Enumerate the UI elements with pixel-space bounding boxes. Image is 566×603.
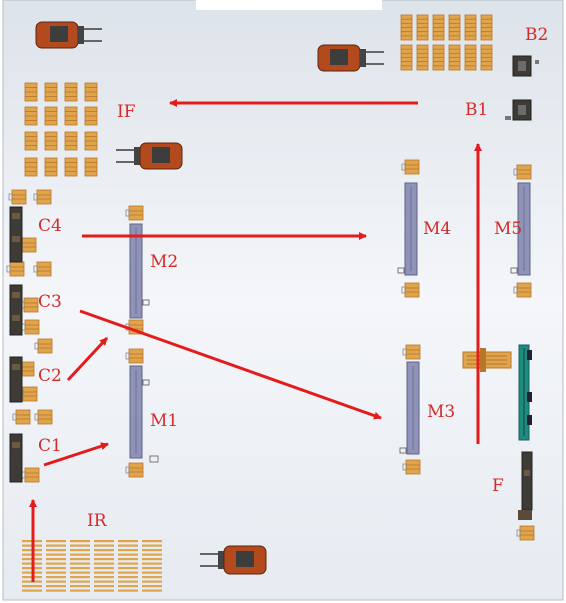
pallet-icon <box>8 189 27 205</box>
pallet-icon <box>34 409 53 425</box>
wood-stack <box>480 44 493 71</box>
wood-stack <box>432 44 445 71</box>
wood-stack <box>416 14 429 41</box>
loading-table <box>462 348 512 372</box>
pallet-icon <box>513 164 532 180</box>
pallet-icon <box>33 261 52 277</box>
wood-stack <box>432 14 445 41</box>
pallet-icon <box>125 462 144 478</box>
finished-storage-rack-if <box>24 82 98 177</box>
wood-stack <box>416 44 429 71</box>
wood-stack <box>24 106 38 126</box>
wood-stack <box>448 44 461 71</box>
label-m4: M4 <box>423 219 452 239</box>
flow-arrows <box>29 99 482 582</box>
label-b2: B2 <box>525 25 549 45</box>
pallet-icon <box>18 237 37 253</box>
station-c3 <box>9 284 23 336</box>
raw-storage-rack-top <box>400 14 493 71</box>
machine-m5 <box>510 182 531 276</box>
wood-stack <box>64 106 78 126</box>
machine-m3 <box>399 361 420 455</box>
wood-stack <box>64 157 78 177</box>
arrow-c1-to-m1 <box>43 442 109 467</box>
wood-stack <box>400 44 413 71</box>
pallet-icon <box>33 189 52 205</box>
wood-stack <box>480 14 493 41</box>
forklift-icon <box>200 545 267 575</box>
station-c2 <box>9 356 23 403</box>
forklift-icon <box>35 21 102 49</box>
label-m3: M3 <box>427 402 456 422</box>
pallet-icon <box>125 205 144 221</box>
machine-m1 <box>129 365 159 463</box>
wood-stack <box>84 157 98 177</box>
wood-stack <box>400 14 413 41</box>
station-c4 <box>9 206 23 263</box>
conveyor-f <box>518 344 532 441</box>
wood-stack <box>24 82 38 102</box>
label-f: F <box>492 476 504 496</box>
wood-stack <box>464 14 477 41</box>
pallet-icon <box>21 319 40 335</box>
forklift-icon <box>116 142 183 170</box>
wood-stack <box>24 157 38 177</box>
forklift-icon <box>317 44 384 72</box>
arrow-c2-to-m2 <box>66 336 109 382</box>
wood-stack <box>44 157 58 177</box>
wood-stack <box>464 44 477 71</box>
pallet-group <box>6 159 535 541</box>
label-b1: B1 <box>465 100 489 120</box>
label-m1: M1 <box>150 411 179 431</box>
wood-stack <box>24 131 38 151</box>
wood-stack <box>64 131 78 151</box>
pallet-icon <box>516 525 535 541</box>
pallet-icon <box>12 409 31 425</box>
label-c4: C4 <box>38 216 62 236</box>
label-c3: C3 <box>38 292 62 312</box>
pallet-icon <box>402 344 421 360</box>
station-c1 <box>9 433 23 483</box>
wood-stack <box>44 131 58 151</box>
pallet-icon <box>6 261 25 277</box>
pallet-icon <box>21 467 40 483</box>
pallet-icon <box>401 282 420 298</box>
label-ir: IR <box>87 511 107 531</box>
pallet-icon <box>125 348 144 364</box>
pallet-icon <box>513 282 532 298</box>
pallet-icon <box>34 338 53 354</box>
label-m2: M2 <box>150 252 179 272</box>
wood-stack <box>84 131 98 151</box>
pallet-icon <box>401 159 420 175</box>
wood-stack <box>44 106 58 126</box>
label-m5: M5 <box>494 219 523 239</box>
station-b2 <box>512 55 539 77</box>
wood-stack <box>64 82 78 102</box>
wood-stack <box>84 82 98 102</box>
label-if: IF <box>117 102 136 122</box>
machine-m4 <box>397 182 418 276</box>
machine-m2 <box>129 223 150 319</box>
wood-stack <box>84 106 98 126</box>
label-c2: C2 <box>38 366 62 386</box>
pallet-icon <box>402 459 421 475</box>
label-c1: C1 <box>38 436 62 456</box>
station-b1 <box>505 99 532 121</box>
arrow-c3-to-m3 <box>79 309 382 420</box>
wood-stack <box>44 82 58 102</box>
wood-stack <box>448 14 461 41</box>
station-f-lower <box>518 451 533 520</box>
